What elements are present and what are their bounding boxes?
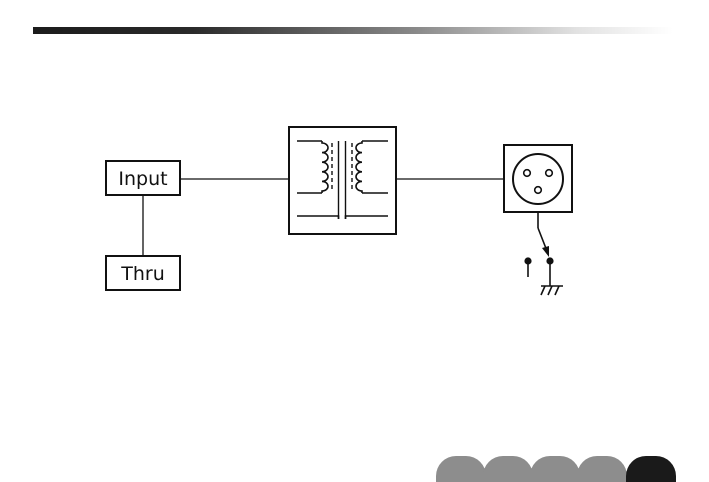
ground-lift-switch-icon bbox=[524, 212, 553, 286]
page-nav-tabs bbox=[436, 456, 676, 482]
input-box: Input bbox=[106, 161, 180, 195]
thru-box: Thru bbox=[106, 256, 180, 290]
nav-tab-5[interactable] bbox=[626, 456, 676, 482]
nav-tab-4[interactable] bbox=[577, 456, 627, 482]
chassis-ground-icon bbox=[541, 286, 563, 295]
input-label: Input bbox=[118, 168, 167, 190]
nav-tab-1[interactable] bbox=[436, 456, 486, 482]
thru-label: Thru bbox=[120, 263, 165, 285]
nav-tab-2[interactable] bbox=[483, 456, 533, 482]
transformer-icon bbox=[289, 127, 396, 234]
nav-tab-3[interactable] bbox=[530, 456, 580, 482]
xlr-connector-icon bbox=[504, 145, 572, 212]
